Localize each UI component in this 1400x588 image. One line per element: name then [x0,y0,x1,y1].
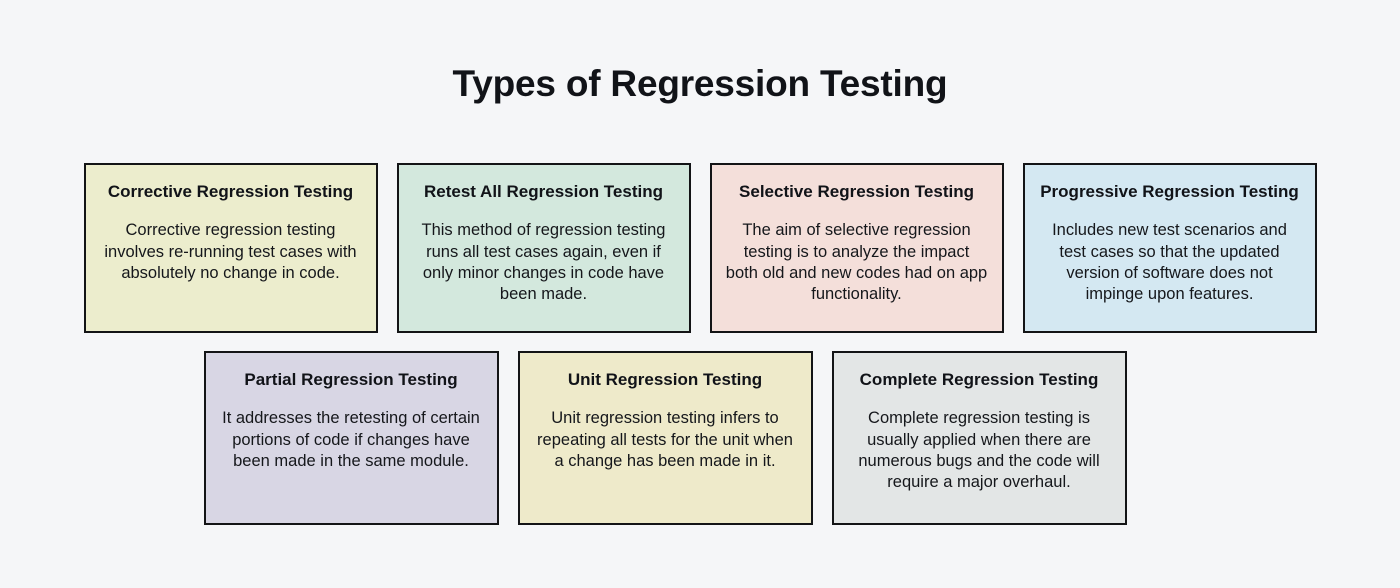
card-row-bottom: Partial Regression Testing It addresses … [203,351,1127,525]
card-retest-all-regression-testing[interactable]: Retest All Regression Testing This metho… [396,163,691,333]
card-body: This method of regression testing runs a… [421,221,666,304]
card-heading: Retest All Regression Testing [424,182,663,201]
card-heading: Complete Regression Testing [859,370,1099,389]
card-partial-regression-testing[interactable]: Partial Regression Testing It addresses … [203,351,499,525]
card-selective-regression-testing[interactable]: Selective Regression Testing The aim of … [709,163,1004,333]
card-heading: Partial Regression Testing [244,370,458,389]
page-title: Types of Regression Testing [452,63,948,104]
card-heading: Unit Regression Testing [567,370,763,389]
card-heading: Selective Regression Testing [739,182,974,201]
card-progressive-regression-testing[interactable]: Progressive Regression Testing Includes … [1022,163,1317,333]
card-body: The aim of selective regression testing … [725,221,988,304]
card-heading: Progressive Regression Testing [1040,182,1299,201]
card-complete-regression-testing[interactable]: Complete Regression Testing Complete reg… [831,351,1127,525]
card-body: Includes new test scenarios and test cas… [1052,221,1287,304]
card-body: Corrective regression testing involves r… [104,221,357,282]
card-row-top: Corrective Regression Testing Corrective… [80,163,1320,333]
card-body: It addresses the retesting of certain po… [222,409,480,470]
card-body: Complete regression testing is usually a… [858,409,1100,492]
card-corrective-regression-testing[interactable]: Corrective Regression Testing Corrective… [83,163,378,333]
card-body: Unit regression testing infers to repeat… [537,409,793,470]
card-unit-regression-testing[interactable]: Unit Regression Testing Unit regression … [517,351,813,525]
card-heading: Corrective Regression Testing [107,182,354,201]
